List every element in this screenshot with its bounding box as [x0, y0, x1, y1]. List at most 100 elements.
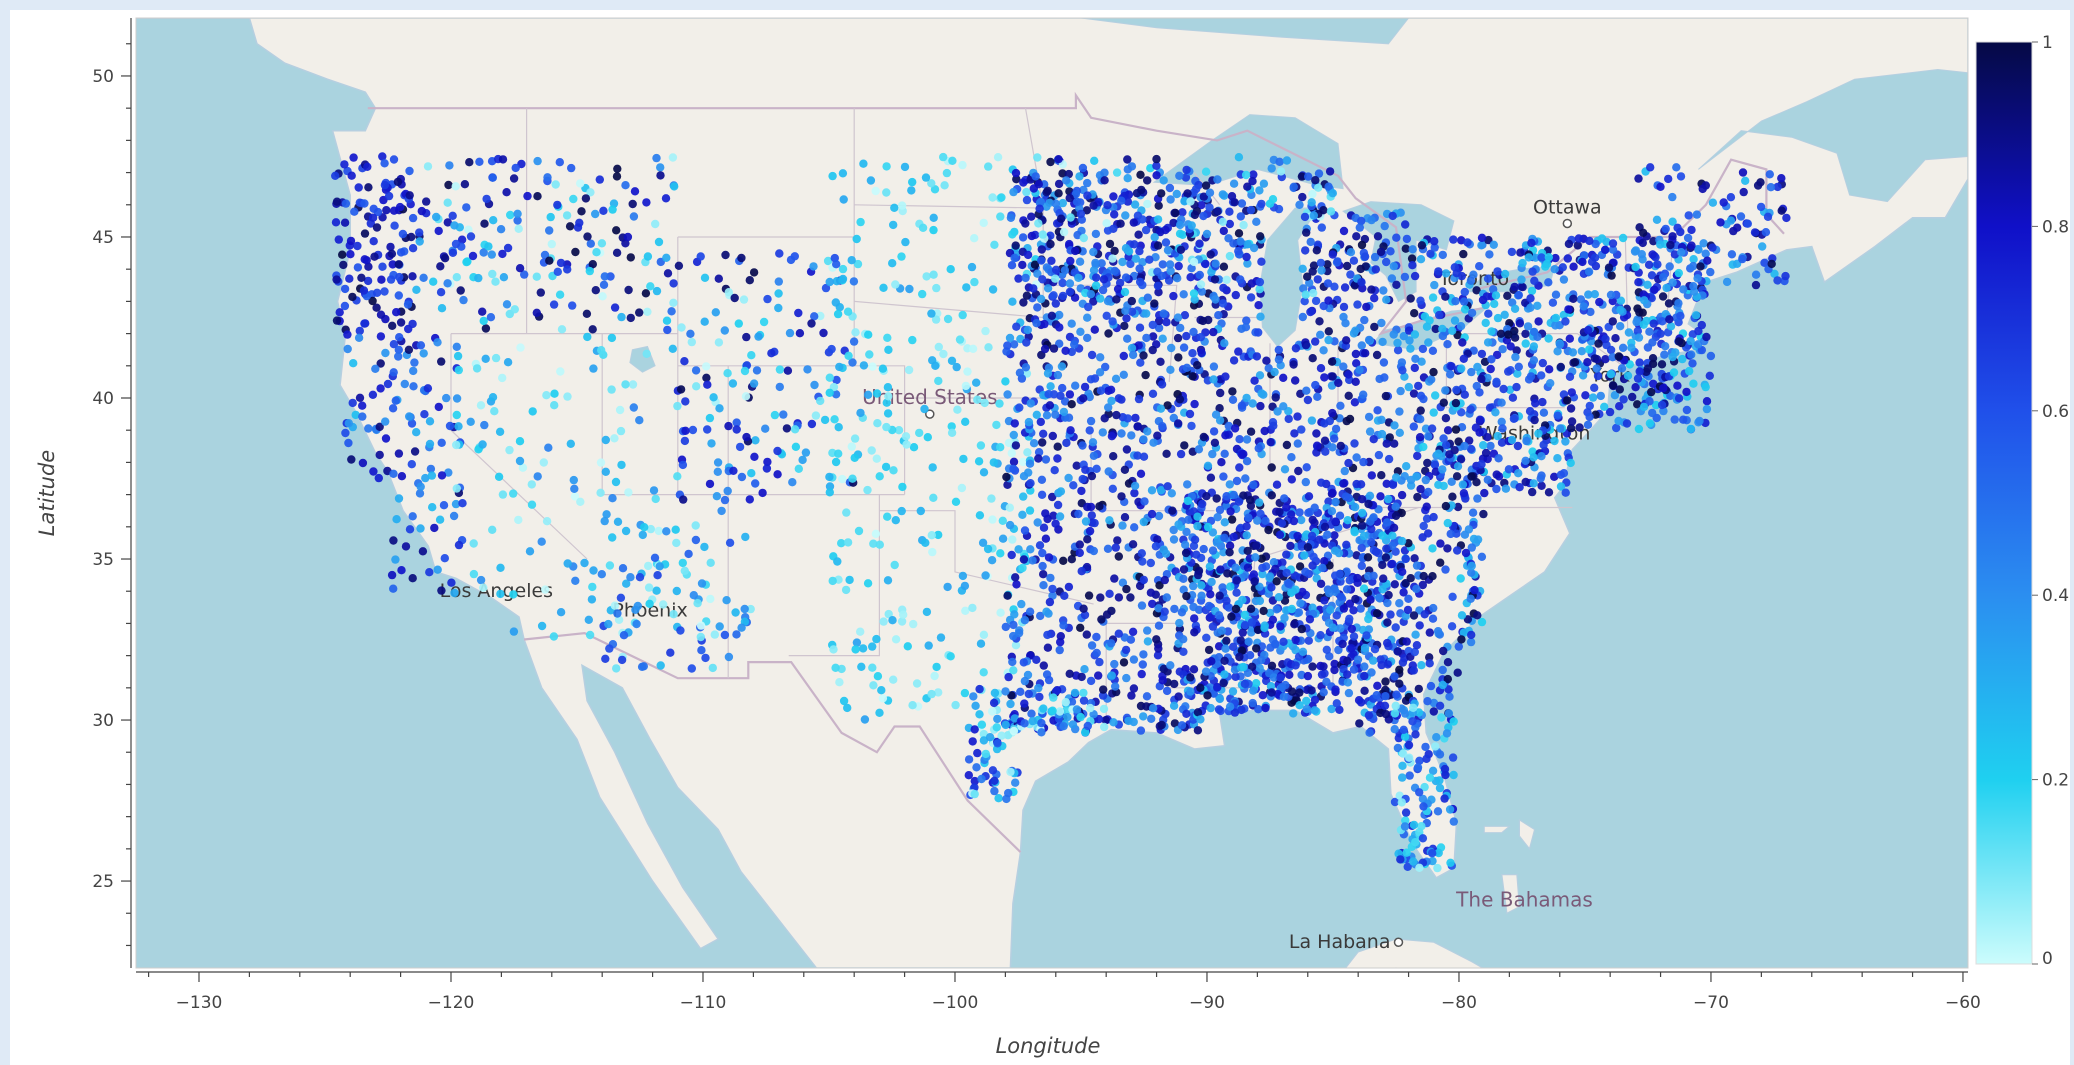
data-point-3164	[1280, 596, 1290, 605]
data-point-4412	[1781, 271, 1790, 281]
data-point-2707	[1119, 370, 1129, 379]
data-point-508	[671, 525, 680, 534]
data-point-4906	[1326, 207, 1336, 216]
data-point-3001	[1448, 492, 1457, 501]
data-point-2235	[1295, 688, 1304, 697]
data-point-3041	[1209, 689, 1219, 698]
data-point-771	[676, 626, 685, 635]
data-point-4647	[1011, 778, 1020, 787]
data-point-1234	[1308, 354, 1317, 363]
data-point-2803	[1320, 596, 1329, 605]
data-point-4578	[1415, 788, 1424, 797]
data-point-4784	[1123, 197, 1133, 206]
data-point-2082	[1120, 633, 1130, 642]
data-point-3508	[1381, 692, 1390, 701]
data-point-840	[909, 443, 919, 452]
data-point-2602	[1210, 438, 1220, 447]
data-point-1299	[1092, 632, 1101, 642]
data-point-4164	[1618, 233, 1628, 243]
data-point-2814	[1297, 172, 1307, 181]
data-point-1038	[932, 283, 941, 293]
data-point-3018	[1390, 672, 1399, 681]
data-point-3874	[1521, 339, 1530, 348]
data-point-397	[502, 300, 512, 309]
data-point-1155	[1386, 247, 1395, 256]
data-point-4230	[1558, 263, 1568, 272]
data-point-4570	[1401, 808, 1411, 817]
data-point-864	[902, 440, 911, 449]
data-point-426	[662, 316, 672, 325]
data-point-159	[389, 368, 398, 377]
data-point-250	[652, 286, 662, 296]
data-point-305	[506, 210, 515, 220]
data-point-2068	[1101, 716, 1111, 725]
data-point-4383	[1739, 187, 1748, 197]
data-point-3433	[1371, 547, 1381, 556]
data-point-3337	[1349, 606, 1358, 615]
data-point-4319	[1643, 364, 1653, 373]
data-point-1486	[1284, 414, 1293, 424]
data-point-4148	[1608, 353, 1617, 362]
data-point-1833	[1019, 658, 1028, 667]
data-point-4417	[1738, 168, 1748, 177]
data-point-4045	[1430, 460, 1440, 470]
plot-area[interactable]: OttawaTorontoYorkWashingtonUnited States…	[136, 18, 1968, 1065]
data-point-781	[1008, 297, 1017, 306]
data-point-3057	[1411, 630, 1420, 639]
data-point-4811	[1311, 296, 1321, 306]
data-point-2078	[1293, 412, 1302, 421]
data-point-2748	[1065, 279, 1075, 288]
data-point-266	[509, 174, 519, 183]
data-point-2245	[1139, 452, 1149, 461]
data-point-4053	[1660, 350, 1669, 359]
data-point-2	[380, 287, 389, 296]
data-point-2833	[1105, 239, 1115, 249]
data-point-4749	[1058, 198, 1068, 208]
data-point-2743	[1254, 444, 1263, 453]
data-point-1819	[1113, 536, 1122, 545]
data-point-4830	[1276, 167, 1286, 176]
data-point-4296	[1533, 332, 1542, 342]
data-point-3369	[1381, 710, 1391, 719]
data-point-3800	[1423, 458, 1432, 468]
data-point-4855	[1323, 260, 1332, 269]
data-point-4485	[1398, 761, 1407, 770]
data-point-808	[856, 217, 865, 227]
data-point-992	[908, 177, 917, 187]
data-point-2977	[1453, 668, 1462, 677]
data-point-903	[828, 576, 837, 586]
data-point-2139	[1166, 365, 1175, 374]
data-point-4206	[1656, 329, 1665, 338]
data-point-2437	[1162, 686, 1172, 696]
data-point-455	[556, 367, 565, 376]
data-point-4233	[1685, 366, 1694, 376]
data-point-619	[827, 344, 836, 354]
data-point-4734	[1236, 212, 1246, 221]
data-point-516	[454, 365, 463, 375]
data-point-1502	[1206, 473, 1216, 482]
data-point-4671	[1035, 692, 1044, 702]
data-point-243	[405, 412, 414, 421]
data-point-2625	[1014, 628, 1024, 638]
data-point-442	[549, 632, 559, 641]
data-point-533	[622, 579, 631, 588]
data-point-3011	[1443, 544, 1452, 553]
data-point-2712	[1060, 266, 1070, 275]
data-point-1935	[1377, 429, 1387, 439]
data-point-856	[891, 635, 901, 644]
data-point-3868	[1529, 479, 1538, 488]
data-point-2469	[1342, 261, 1352, 271]
data-point-4633	[1089, 710, 1098, 719]
data-point-111	[350, 207, 359, 216]
data-point-3271	[1267, 688, 1276, 697]
data-point-130	[394, 494, 404, 503]
data-point-3262	[1359, 531, 1369, 541]
data-point-4836	[1034, 180, 1044, 189]
data-point-2706	[1257, 389, 1266, 398]
data-point-330	[581, 194, 591, 203]
data-point-4844	[1091, 281, 1101, 290]
data-point-2695	[1377, 471, 1386, 480]
data-point-3030	[1331, 497, 1340, 507]
data-point-4915	[1153, 215, 1163, 224]
data-point-4310	[1429, 367, 1438, 377]
